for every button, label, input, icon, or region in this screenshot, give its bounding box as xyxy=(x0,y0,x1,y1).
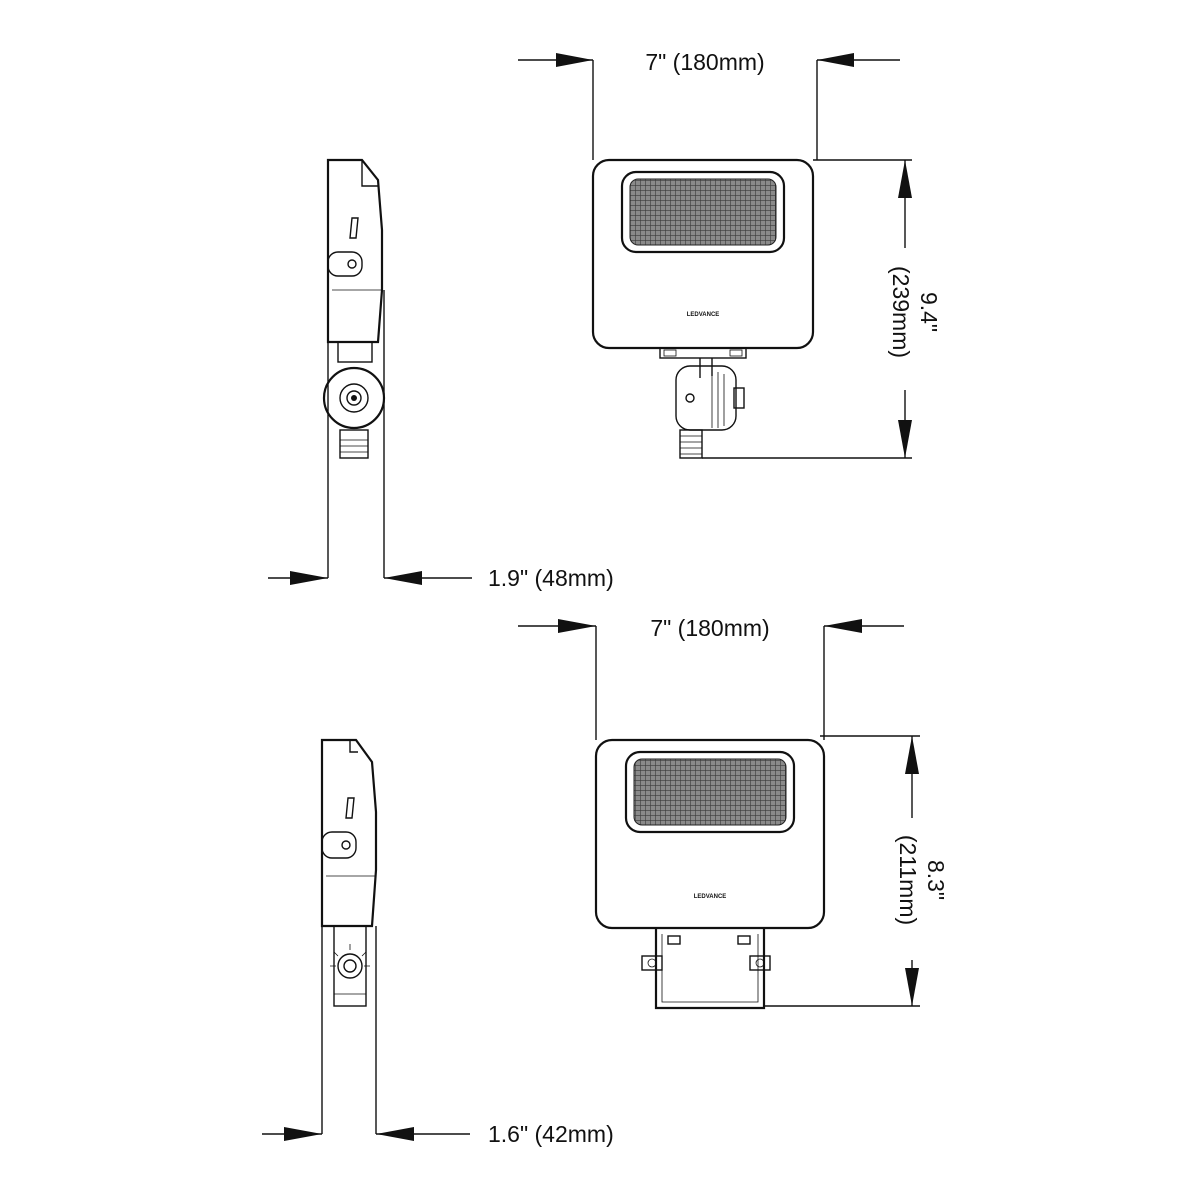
side-view-fixture-b xyxy=(320,738,378,1007)
height-dimension-a: 9.4" (239mm) xyxy=(702,159,942,459)
depth-label-a: 1.9" (48mm) xyxy=(488,565,614,591)
brand-logo-a: LEDVANCE xyxy=(687,312,720,318)
front-view-fixture-b: LEDVANCE xyxy=(594,738,826,1010)
height-label-b-mm: (211mm) xyxy=(895,835,921,925)
width-dimension-a: 7" (180mm) xyxy=(518,49,900,160)
brand-logo-b: LEDVANCE xyxy=(694,894,727,900)
depth-dimension-b: 1.6" (42mm) xyxy=(262,926,614,1147)
height-label-b-in: 8.3" xyxy=(923,860,949,900)
depth-label-b: 1.6" (42mm) xyxy=(488,1121,614,1147)
side-view-fixture-a xyxy=(322,158,386,459)
width-label-b: 7" (180mm) xyxy=(650,615,769,641)
height-label-a-mm: (239mm) xyxy=(888,266,914,358)
front-view-fixture-a: LEDVANCE xyxy=(591,158,815,459)
width-dimension-b: 7" (180mm) xyxy=(518,615,904,740)
depth-dimension-a: 1.9" (48mm) xyxy=(268,290,614,591)
height-dimension-b: 8.3" (211mm) xyxy=(764,735,949,1007)
height-label-a-in: 9.4" xyxy=(916,292,942,332)
width-label-a: 7" (180mm) xyxy=(645,49,764,75)
